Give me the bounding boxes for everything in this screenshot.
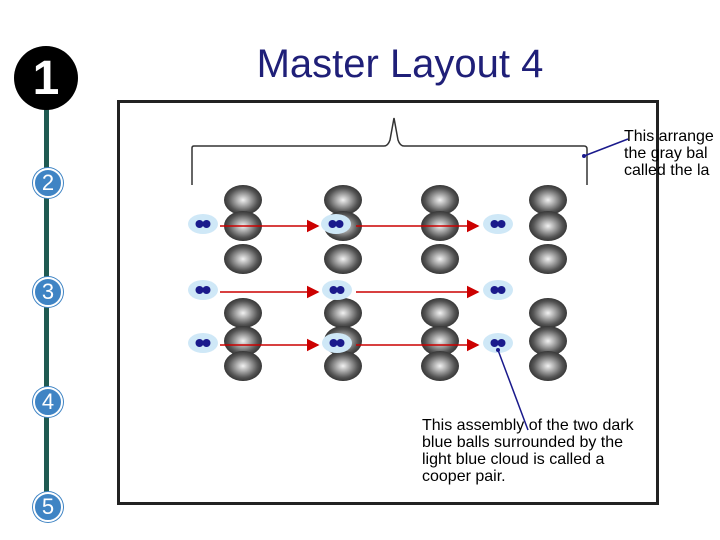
pair-electron <box>497 339 506 347</box>
lattice-ion <box>224 326 262 356</box>
pair-pointer <box>497 349 529 431</box>
lattice-brace-path <box>191 117 588 185</box>
lattice-ion <box>421 244 459 274</box>
lattice-ion <box>529 185 567 215</box>
pair-electron <box>329 339 338 347</box>
pair-electron <box>335 220 344 228</box>
slide-title: Master Layout 4 <box>256 42 544 86</box>
pair-arrows <box>220 219 480 352</box>
lattice-ion <box>529 298 567 328</box>
pair-electron <box>490 220 499 228</box>
lattice-ion <box>324 298 362 328</box>
caption-pointers <box>496 138 629 431</box>
lattice-ion <box>529 211 567 241</box>
pair-electron <box>497 286 506 294</box>
lattice-ion <box>224 244 262 274</box>
lattice-ion <box>421 185 459 215</box>
pair-electron <box>497 220 506 228</box>
cooper-pairs <box>188 214 513 353</box>
pair-electron <box>202 220 211 228</box>
step-4-button[interactable]: 4 <box>33 387 63 417</box>
lattice-brace <box>191 117 588 185</box>
lattice-ion <box>324 244 362 274</box>
lattice-ion <box>421 298 459 328</box>
diagram-frame <box>117 100 659 505</box>
lattice-caption: This arrange the gray bal called the la <box>624 128 714 179</box>
step-5-button[interactable]: 5 <box>33 492 63 522</box>
pair-pointer-dot <box>496 348 500 352</box>
pair-electron <box>195 220 204 228</box>
pair-electron <box>490 339 499 347</box>
lattice-ion <box>324 185 362 215</box>
pair-electron <box>336 339 345 347</box>
lattice-ion <box>529 244 567 274</box>
pair-electron <box>490 286 499 294</box>
lattice-ion <box>224 351 262 381</box>
step-2-button[interactable]: 2 <box>33 168 63 198</box>
lattice-ion <box>421 326 459 356</box>
pair-electron <box>202 339 211 347</box>
pair-electron <box>202 286 211 294</box>
lattice-ions <box>224 185 567 381</box>
pair-electron <box>195 286 204 294</box>
lattice-pointer-dot <box>582 154 586 158</box>
lattice-ion <box>529 326 567 356</box>
step-3-button[interactable]: 3 <box>33 277 63 307</box>
pair-electron <box>328 220 337 228</box>
pair-electron <box>336 286 345 294</box>
lattice-ion <box>421 351 459 381</box>
cooper-pair-caption: This assembly of the two dark blue balls… <box>422 417 639 485</box>
lattice-ion <box>224 298 262 328</box>
pair-electron <box>195 339 204 347</box>
lattice-ion <box>529 351 567 381</box>
lattice-pointer <box>583 138 629 157</box>
lattice-ion <box>324 351 362 381</box>
lattice-ion <box>224 185 262 215</box>
pair-electron <box>329 286 338 294</box>
step-1-button[interactable]: 1 <box>14 46 78 110</box>
